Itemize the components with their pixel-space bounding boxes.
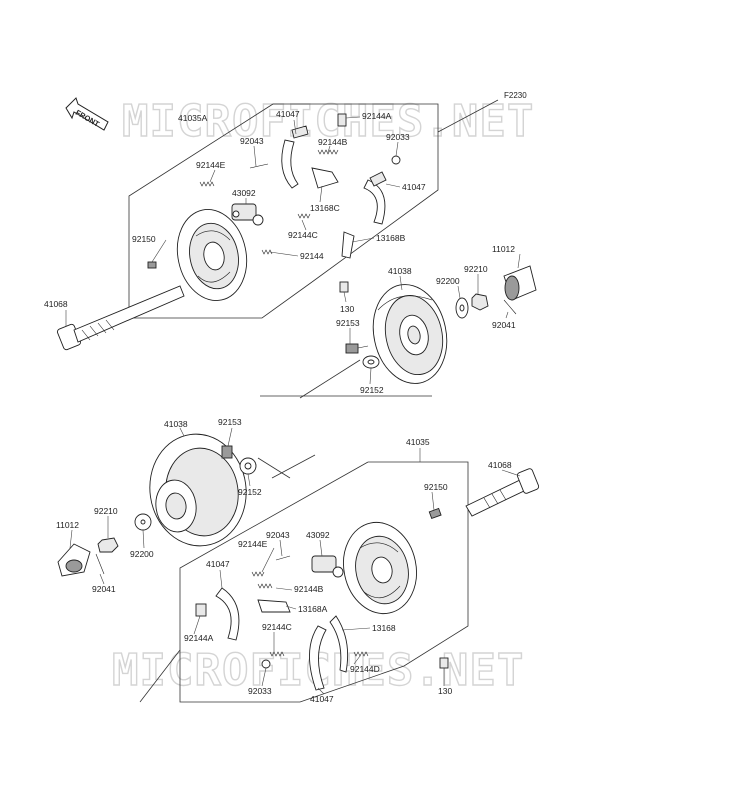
part-label: 11012 [492,244,515,254]
top-pin-92041 [503,299,517,315]
part-label: 92200 [436,276,460,286]
bottom-cap-11012 [57,543,91,577]
part-label: 13168 [372,623,396,633]
part-label: 43092 [232,188,256,198]
bottom-hub-washer [239,457,257,475]
part-label: 92144D [350,664,380,674]
part-label: 41068 [488,460,512,470]
bottom-washer-92200 [134,513,152,531]
front-arrow-icon: FRONT [65,97,109,131]
part-label: 92150 [424,482,448,492]
top-hub-bolt [345,343,369,354]
bottom-pin-92041 [95,553,105,575]
part-label: 41068 [44,299,68,309]
bottom-hub-bolt [221,445,233,459]
part-label: 92210 [94,506,118,516]
part-label: 41035A [178,113,208,123]
top-nut-92210 [471,293,489,311]
bottom-brake-shoe-2 [309,615,349,691]
part-label: 92144B [294,584,324,594]
bottom-brake-backing-plate [343,521,417,615]
top-brake-backing-plate [176,209,248,301]
part-label: 41047 [206,559,230,569]
part-label: 13168A [298,604,328,614]
top-brake-shoe-2 [363,171,387,225]
part-label: 13168B [376,233,406,243]
part-label: 92041 [492,320,516,330]
top-brake-shoe-1 [281,125,309,189]
part-label: 92144C [262,622,292,632]
part-label: 92144A [362,111,392,121]
part-label: 92150 [132,234,156,244]
top-axle-shaft [56,285,185,351]
leader-lines [65,116,521,695]
part-label: 130 [438,686,452,696]
top-hub-washer [362,355,380,369]
part-label: 92144 [300,251,324,261]
top-cap-11012 [503,265,537,301]
part-label: 92153 [218,417,242,427]
bottom-assembly-frame [139,454,469,703]
part-label: 43092 [306,530,330,540]
part-label: 11012 [56,520,79,530]
part-label: 92152 [360,385,384,395]
bottom-wheel-cylinder [311,555,344,578]
part-label: 92033 [386,132,410,142]
top-brake-drum [372,284,448,384]
part-label: 92144A [184,633,214,643]
part-label: 92144B [318,137,348,147]
part-label: 92144E [238,539,268,549]
part-label: 41047 [310,694,334,704]
top-wheel-cylinder [231,203,264,226]
part-label: 92043 [240,136,264,146]
part-label: 92041 [92,584,116,594]
bottom-small-hardware [251,555,449,669]
part-label: 41035 [406,437,430,447]
part-label: 130 [340,304,354,314]
part-label: 92033 [248,686,272,696]
part-label: 41038 [388,266,412,276]
part-label: 41038 [164,419,188,429]
part-label: 13168C [310,203,340,213]
part-label: 92144E [196,160,226,170]
part-label: 92200 [130,549,154,559]
bottom-axle-shaft [465,468,540,517]
part-label: 92152 [238,487,262,497]
ref-code: F2230 [504,91,527,100]
part-label: 41047 [276,109,300,119]
part-label: 92210 [464,264,488,274]
bottom-nut-92210 [97,537,119,553]
part-label: 92043 [266,530,290,540]
bottom-brake-drum [149,433,247,547]
part-label: 41047 [402,182,426,192]
bottom-brake-shoe-1 [195,587,240,641]
part-label: 92144C [288,230,318,240]
bottom-bolt-92150 [428,507,442,520]
top-washer-92200 [455,297,469,319]
top-small-hardware [147,113,401,293]
part-label: 92153 [336,318,360,328]
